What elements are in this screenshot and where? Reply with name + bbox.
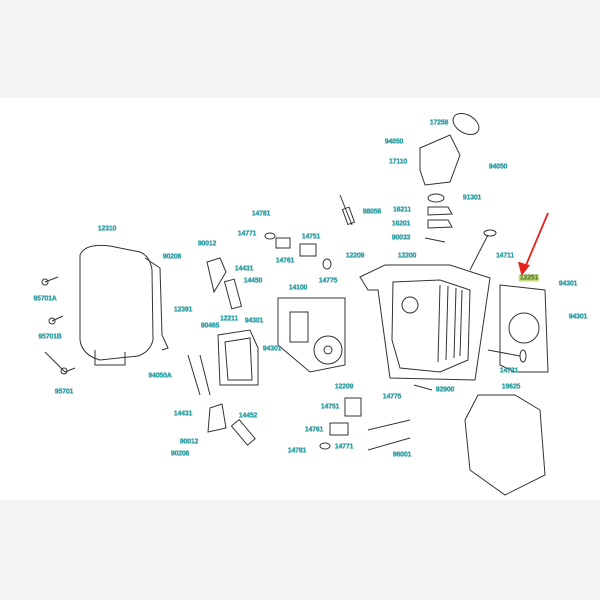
head-port (401, 296, 419, 314)
part-label[interactable]: 14751 (301, 233, 321, 241)
valves (469, 229, 527, 363)
part-label[interactable]: 14431 (173, 410, 193, 418)
part-label[interactable]: 17110 (388, 158, 408, 166)
gasket-19625 (464, 394, 546, 496)
part-label[interactable]: 14775 (382, 393, 402, 401)
part-label[interactable]: 14761 (275, 257, 295, 265)
part-label[interactable]: 94301 (558, 280, 578, 288)
head-gasket-12251 (499, 284, 549, 373)
part-label[interactable]: 94301 (568, 313, 588, 321)
part-label[interactable]: 94050 (384, 138, 404, 146)
cover-base (94, 350, 126, 366)
cover-gasket (144, 257, 169, 351)
part-label[interactable]: 94050 (488, 163, 508, 171)
part-label[interactable]: 95701B (38, 333, 62, 341)
head-cover (79, 244, 154, 361)
part-label[interactable]: 90206 (170, 450, 190, 458)
part-label[interactable]: 14771 (334, 443, 354, 451)
part-label[interactable]: 14761 (304, 426, 324, 434)
valve-springs-upper (264, 232, 332, 270)
part-label[interactable]: 94301 (262, 345, 282, 353)
part-label[interactable]: 14711 (495, 252, 515, 260)
part-label[interactable]: 12209 (334, 383, 354, 391)
part-label[interactable]: 90033 (391, 234, 411, 242)
cylinder-head (391, 279, 471, 373)
part-label[interactable]: 14450 (243, 277, 263, 285)
part-label[interactable]: 12209 (345, 252, 365, 260)
part-label[interactable]: 95701A (33, 295, 57, 303)
part-label[interactable]: 92900 (435, 386, 455, 394)
part-label[interactable]: 17258 (429, 119, 449, 127)
part-label[interactable]: 14100 (288, 284, 308, 292)
part-label[interactable]: 16201 (391, 220, 411, 228)
part-label[interactable]: 91301 (462, 194, 482, 202)
part-label[interactable]: 94301 (244, 317, 264, 325)
part-label[interactable]: 12391 (173, 306, 193, 314)
head-fins (437, 284, 463, 363)
intake-manifold (419, 113, 480, 243)
gasket-bore (508, 312, 540, 344)
part-label[interactable]: 14781 (251, 210, 271, 218)
part-label[interactable]: 19625 (501, 383, 521, 391)
valve-springs-lower (319, 384, 433, 451)
part-label[interactable]: 90012 (197, 240, 217, 248)
red-arrow-pointer (518, 212, 549, 277)
part-label[interactable]: 16211 (392, 206, 412, 214)
part-label[interactable]: 12200 (397, 252, 417, 260)
part-label[interactable]: 14721 (499, 367, 519, 375)
part-label[interactable]: 12310 (97, 225, 117, 233)
part-label[interactable]: 14781 (287, 447, 307, 455)
part-label[interactable]: 14431 (234, 265, 254, 273)
part-label[interactable]: 96001 (392, 451, 412, 459)
part-label[interactable]: 98056 (362, 208, 382, 216)
camshaft (289, 311, 343, 365)
cylinder-head-box (359, 264, 491, 381)
part-label[interactable]: 90206 (162, 253, 182, 261)
part-label[interactable]: 95701 (54, 388, 74, 396)
part-label[interactable]: 94050A (148, 372, 172, 380)
bolts-95701 (41, 276, 76, 375)
part-label[interactable]: 90012 (179, 438, 199, 446)
part-label[interactable]: 12211 (219, 315, 239, 323)
part-label[interactable]: 14751 (320, 403, 340, 411)
part-label[interactable]: 14771 (237, 230, 257, 238)
part-label[interactable]: 14775 (318, 277, 338, 285)
camshaft-box (277, 297, 346, 373)
part-label-highlighted[interactable]: 12251 (518, 274, 540, 282)
part-label[interactable]: 90465 (200, 322, 220, 330)
rocker-parts (187, 257, 259, 446)
spark-plug (339, 194, 356, 226)
part-label[interactable]: 14452 (238, 412, 258, 420)
